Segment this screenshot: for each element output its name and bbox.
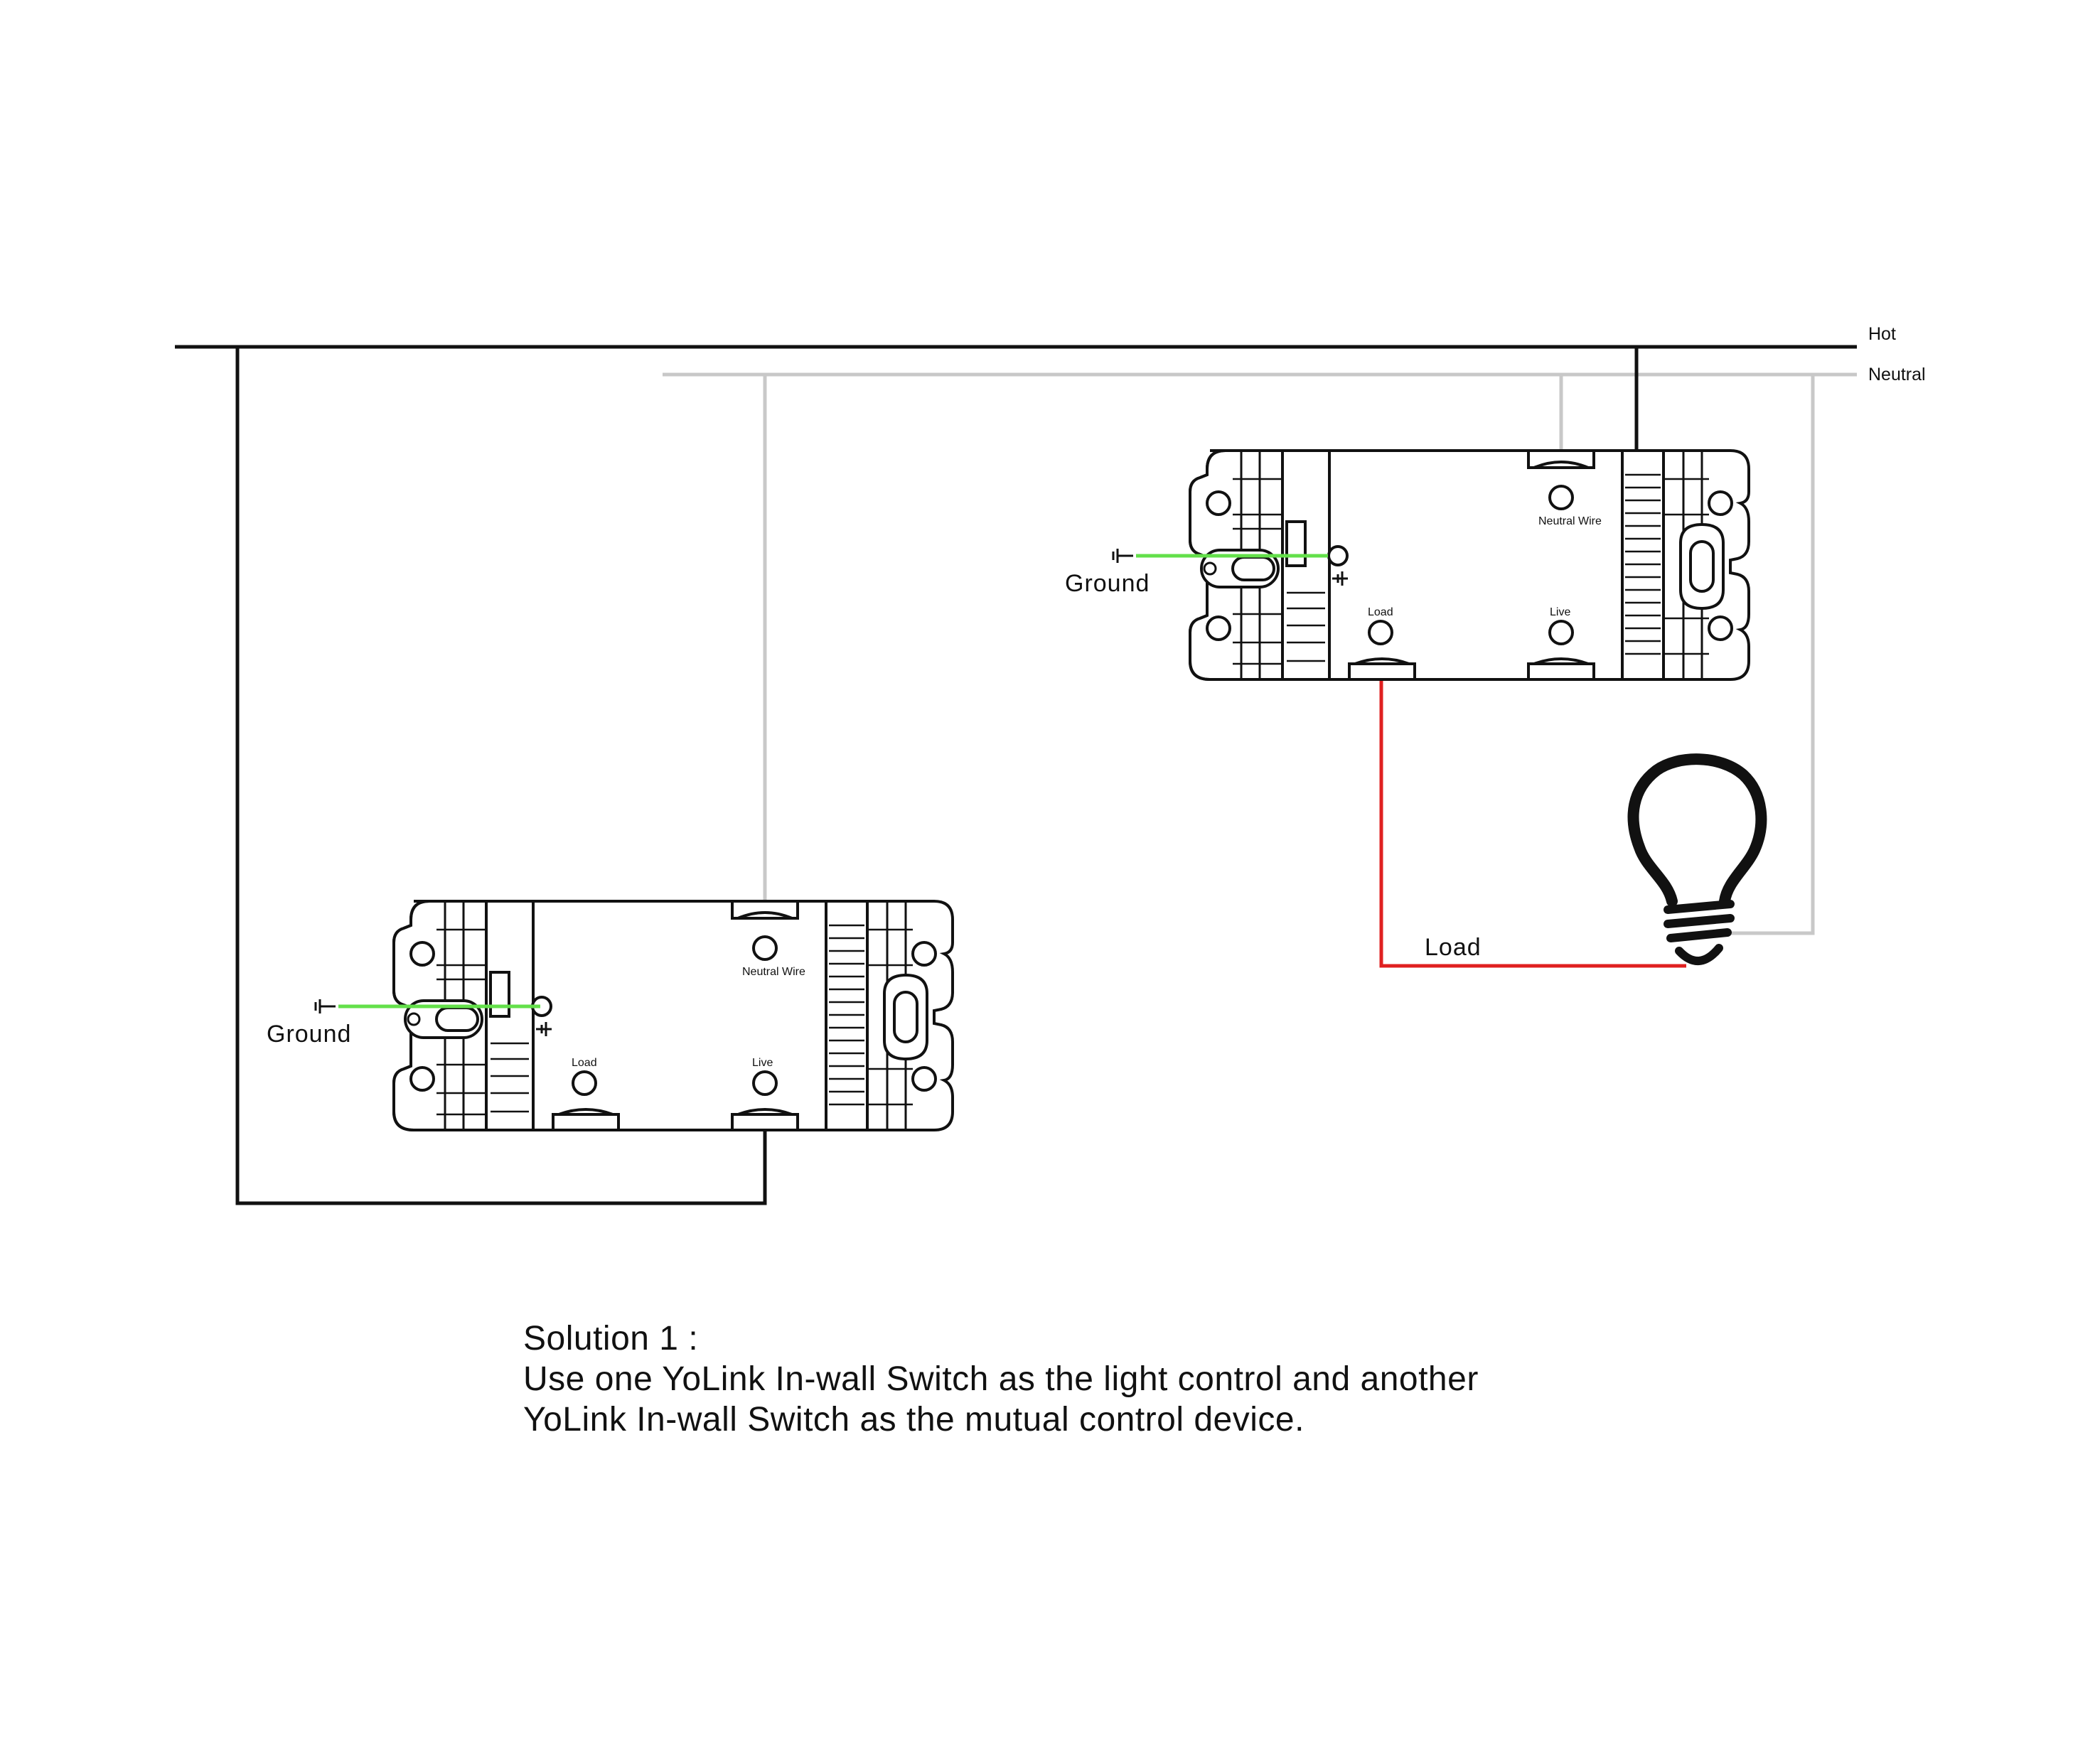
load-terminal-label-mutual: Load bbox=[572, 1057, 597, 1069]
neutral-label: Neutral bbox=[1868, 365, 1926, 384]
main-in-wall-switch bbox=[1189, 449, 1750, 681]
ground-label-main: Ground bbox=[1065, 570, 1150, 597]
live-terminal-label-mutual: Live bbox=[752, 1057, 773, 1069]
solution-caption: Solution 1 : Use one YoLink In-wall Swit… bbox=[523, 1318, 1479, 1440]
load-terminal-label-main: Load bbox=[1368, 606, 1393, 618]
load-label: Load bbox=[1425, 934, 1482, 961]
load-wire bbox=[1379, 664, 1686, 968]
ground-symbol-icon bbox=[1112, 547, 1135, 564]
caption-line: Use one YoLink In-wall Switch as the lig… bbox=[523, 1360, 1479, 1398]
caption-line: YoLink In-wall Switch as the mutual cont… bbox=[523, 1401, 1305, 1438]
live-terminal-label-main: Live bbox=[1550, 606, 1570, 618]
ground-label-mutual: Ground bbox=[267, 1021, 351, 1048]
neutral-terminal-label-main: Neutral Wire bbox=[1538, 515, 1602, 527]
hot-label: Hot bbox=[1868, 324, 1896, 344]
ground-symbol-icon bbox=[314, 998, 337, 1015]
neutral-wire-to-lamp bbox=[1713, 375, 1815, 935]
neutral-terminal-label-mutual: Neutral Wire bbox=[742, 966, 805, 978]
hot-wire-to-mutual-switch bbox=[235, 347, 767, 1205]
light-bulb-icon bbox=[1627, 753, 1767, 966]
caption-title: Solution 1 : bbox=[523, 1320, 699, 1357]
mutual-in-wall-switch bbox=[392, 900, 954, 1131]
